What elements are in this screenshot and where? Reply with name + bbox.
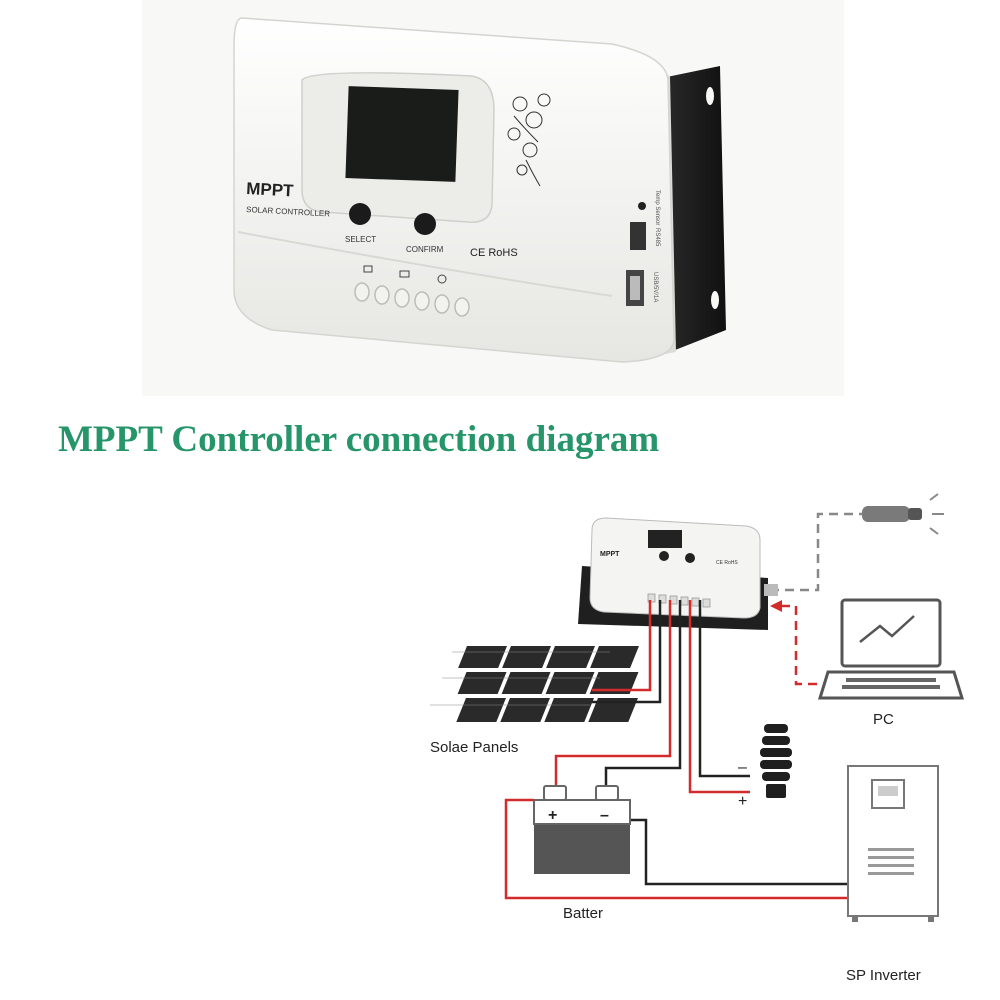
cert-label: CE RoHS	[470, 247, 518, 259]
car-lamp	[862, 493, 944, 535]
batt-plus: +	[548, 807, 557, 824]
battery: + –	[533, 785, 631, 874]
confirm-button[interactable]	[414, 213, 436, 235]
svg-text:MPPT: MPPT	[600, 551, 620, 558]
terminal-icons	[363, 265, 447, 284]
rs485-label: RS485	[654, 228, 660, 247]
mini-controller: MPPT CE RoHS	[578, 517, 768, 630]
lcd-screen	[345, 86, 459, 182]
select-button[interactable]	[349, 203, 371, 225]
flower-decoration	[507, 93, 551, 187]
controller-photo: MPPT SOLAR CONTROLLER SELECT CONFIRM CE …	[233, 17, 726, 363]
diagram-title: MPPT Controller connection diagram	[58, 419, 660, 460]
batt-minus: –	[600, 807, 609, 824]
load-plus: +	[738, 793, 747, 810]
sp-inverter	[847, 765, 939, 922]
usb-label: USB/5V/1A	[652, 272, 658, 302]
wire-battery	[554, 600, 682, 790]
product-subtitle: SOLAR CONTROLLER	[246, 205, 331, 218]
confirm-label: CONFIRM	[406, 245, 444, 254]
wire-load	[688, 600, 750, 794]
label-pc: PC	[873, 711, 894, 728]
bracket-hole-top	[706, 87, 714, 105]
product-brand: MPPT	[246, 179, 295, 200]
select-label: SELECT	[345, 235, 376, 244]
mounting-bracket	[662, 66, 726, 352]
pc-laptop	[817, 598, 965, 700]
terminal-block	[354, 282, 470, 317]
case-ridge	[237, 231, 613, 297]
temp-sensor-port	[638, 202, 646, 210]
wire-inverter	[504, 798, 848, 900]
wire-solar	[592, 600, 662, 704]
svg-text:CE RoHS: CE RoHS	[716, 560, 738, 566]
solar-panels	[430, 646, 639, 722]
wire-usb-lamp	[764, 512, 862, 596]
rs485-port	[630, 222, 646, 250]
label-battery: Batter	[563, 905, 604, 922]
load-bulb: – +	[738, 724, 792, 810]
label-solar-panels: Solae Panels	[430, 739, 519, 756]
bracket-hole-bottom	[711, 291, 719, 309]
label-inverter: SP Inverter	[846, 967, 921, 984]
wire-pc	[770, 600, 832, 686]
temp-label: Temp Sensor	[654, 190, 660, 225]
product-photo: MPPT SOLAR CONTROLLER SELECT CONFIRM CE …	[142, 0, 844, 396]
load-minus: –	[738, 759, 747, 776]
